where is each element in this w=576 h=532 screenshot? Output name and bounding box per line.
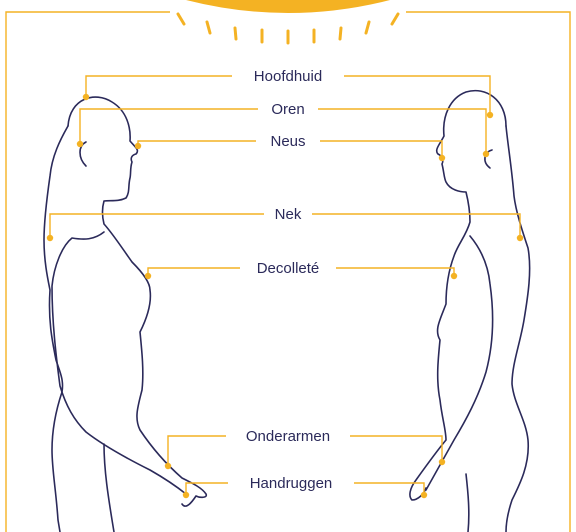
label-neus: Neus (270, 133, 305, 150)
label-decollete: Decolleté (257, 260, 320, 277)
label-nek: Nek (275, 206, 302, 223)
sun-icon (178, 0, 398, 43)
label-onderarmen: Onderarmen (246, 428, 330, 445)
label-handruggen: Handruggen (250, 475, 333, 492)
right-figure (410, 91, 530, 532)
left-figure (44, 97, 206, 532)
label-hoofdhuid: Hoofdhuid (254, 68, 322, 85)
label-oren: Oren (271, 101, 304, 118)
